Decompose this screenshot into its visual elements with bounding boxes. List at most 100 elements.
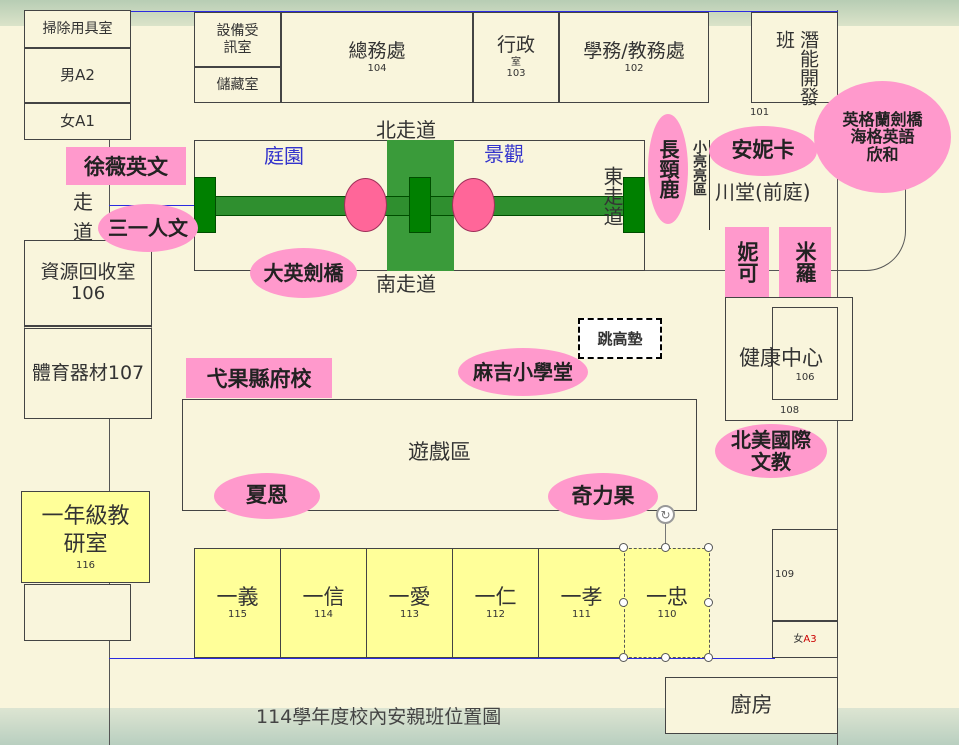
program-maji: 麻吉小學堂 [458,348,588,396]
classroom-number: 113 [399,609,420,621]
cleaning-room: 掃除用具室 [24,10,131,48]
potential-class-room [751,12,838,103]
academic-label: 學務/教務處 [583,39,685,62]
program-san-yi: 三一人文 [98,204,198,252]
program-qili: 奇力果 [548,473,658,520]
general-affairs-number: 104 [367,62,387,74]
scenery-label: 景觀 [484,142,524,166]
health-center-inner: 106 [772,307,838,400]
classroom-label: 一仁 [474,585,517,610]
recycling-number: 106 [70,282,106,304]
garden-label: 庭園 [264,144,304,168]
atrium-label: 川堂(前庭) [715,180,811,204]
east-corridor-label: 東走道 [600,166,624,226]
female-restroom: 女A1 [24,103,131,140]
pond-right [452,178,495,232]
classroom-label: 一孝 [560,585,603,610]
program-xiaen-label: 夏恩 [246,483,288,508]
resize-handle-bottom-left[interactable] [619,653,628,662]
program-daying: 大英劍橋 [250,248,357,298]
pond-left [344,178,387,232]
room-101-number: 101 [750,107,770,118]
program-daying-label: 大英劍橋 [263,261,344,285]
east-gate-block [623,177,645,233]
program-giraffe-label: 長頸鹿 [656,139,680,199]
health-center-number: 108 [780,405,800,416]
kitchen-label: 廚房 [730,693,773,718]
north-corridor-label: 北走道 [376,118,436,142]
female-a3-prefix: 女 [793,633,804,645]
room-109-number: 109 [775,569,795,581]
classroom-number: 110 [657,609,677,621]
program-cambridge: 英格蘭劍橋 海格英語 欣和 [814,81,951,193]
center-gate-block [409,177,431,233]
blank-room-left [24,584,131,641]
program-qili-label: 奇力果 [571,483,635,508]
program-nico: 妮可 [725,227,769,297]
sports-label: 體育器材107 [31,361,145,384]
classroom-xin: 一信 114 [280,548,367,658]
resize-handle-top-right[interactable] [704,543,713,552]
program-yiguo: 弋果縣府校 [186,358,332,398]
storage-room: 儲藏室 [194,67,281,103]
equipment-room: 設備受訊室 [194,12,281,67]
resize-handle-bottom-right[interactable] [704,653,713,662]
resize-handle-top-left[interactable] [619,543,628,552]
potential-class-label: 潛能開發班 [773,30,819,106]
grade1-office: 一年級教研室 116 [21,491,150,583]
program-milo-label: 米羅 [793,241,817,283]
program-north-america: 北美國際 文教 [715,424,827,478]
admin-number: 103 [506,68,526,80]
classroom-number: 115 [227,609,248,621]
grade1-office-label: 一年級教研室 [41,503,130,558]
west-corridor-label-top: 走 [73,190,93,214]
recycling-label: 資源回收室 [40,260,136,283]
kitchen: 廚房 [665,677,838,734]
resize-handle-top-center[interactable] [661,543,670,552]
classroom-number: 114 [313,609,334,621]
grade1-office-number: 116 [75,559,96,571]
male-restroom-label: 男A2 [60,65,95,84]
top-blue-line [109,11,838,12]
west-corridor-label-bottom: 道 [73,220,93,244]
resize-handle-middle-right[interactable] [704,598,713,607]
female-restroom-label: 女A1 [60,111,95,130]
classroom-zhong[interactable]: 一忠 110 [624,548,710,658]
program-cambridge-line2: 海格英語 [850,127,915,147]
program-xiaen: 夏恩 [214,473,320,519]
program-nico-label: 妮可 [735,241,759,283]
program-milo: 米羅 [779,227,831,297]
resize-handle-bottom-center[interactable] [661,653,670,662]
map-caption: 114學年度校內安親班位置圖 [256,706,502,728]
classroom-number: 112 [485,609,506,621]
program-north-america-line2: 文教 [751,450,791,474]
program-annika-label: 安妮卡 [731,138,795,163]
rotate-handle[interactable]: ↻ [656,505,675,524]
storage-room-label: 儲藏室 [216,76,259,93]
play-area-label: 遊戲區 [408,439,471,464]
jump-mat-label: 跳高墊 [597,330,643,348]
cleaning-room-label: 掃除用具室 [42,20,113,37]
jump-mat: 跳高墊 [578,318,662,359]
south-corridor-label: 南走道 [376,272,436,296]
classroom-xiao: 一孝 111 [538,548,625,658]
general-affairs-office: 總務處 104 [281,12,473,103]
equipment-room-label: 設備受訊室 [216,23,259,56]
health-inner-number: 106 [795,371,815,383]
program-north-america-line1: 北美國際 [731,428,811,452]
resize-handle-middle-left[interactable] [619,598,628,607]
classroom-label: 一義 [216,585,259,610]
program-yiguo-label: 弋果縣府校 [206,367,312,391]
female-a3-suffix: A3 [803,633,817,645]
bottom-blue-line [109,658,774,659]
classroom-yi: 一義 115 [194,548,281,658]
classroom-label: 一忠 [646,585,688,610]
recycling-room: 資源回收室 106 [24,240,152,326]
sports-equipment-room: 體育器材107 [24,326,152,419]
xiaoliang-divider [709,140,710,230]
program-xu-wei-label: 徐薇英文 [84,155,168,179]
classroom-ren: 一仁 112 [452,548,539,658]
classroom-label: 一愛 [388,585,431,610]
program-xu-wei: 徐薇英文 [66,147,186,185]
